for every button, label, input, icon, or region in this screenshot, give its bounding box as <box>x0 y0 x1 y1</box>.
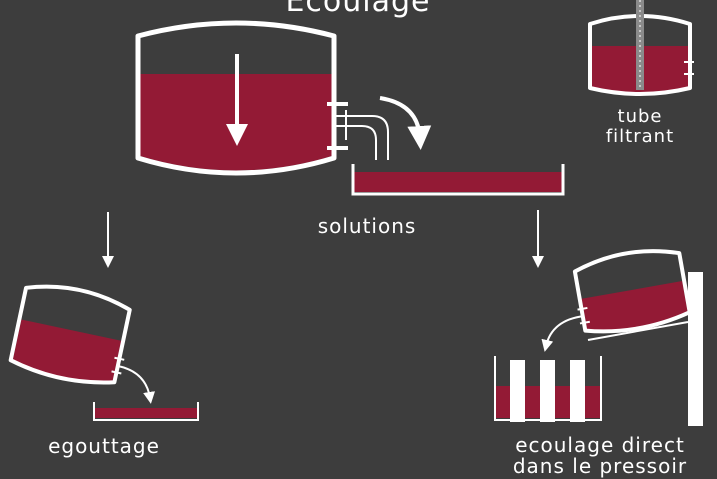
egouttage-tray <box>93 402 199 421</box>
solutions-tray <box>351 164 565 196</box>
main-tank <box>135 20 389 176</box>
press-wall <box>688 272 703 426</box>
egouttage-vessel <box>8 284 132 385</box>
egouttage-pour-arrow-icon <box>117 365 156 404</box>
direct-pour-arrow-icon <box>541 315 585 352</box>
tube-label: tube <box>617 106 663 127</box>
pressoir <box>494 356 602 422</box>
direct-label-line1: ecoulage direct <box>515 433 685 457</box>
direct-label-line2: dans le pressoir <box>512 454 688 478</box>
egouttage-label: egouttage <box>48 434 160 458</box>
pour-arrow-icon <box>379 96 432 150</box>
filtrant-label: filtrant <box>605 126 675 147</box>
tube-filtrant-vessel <box>588 0 694 96</box>
solutions-label: solutions <box>317 214 417 238</box>
diagram-title: Ecoulage <box>285 0 431 19</box>
